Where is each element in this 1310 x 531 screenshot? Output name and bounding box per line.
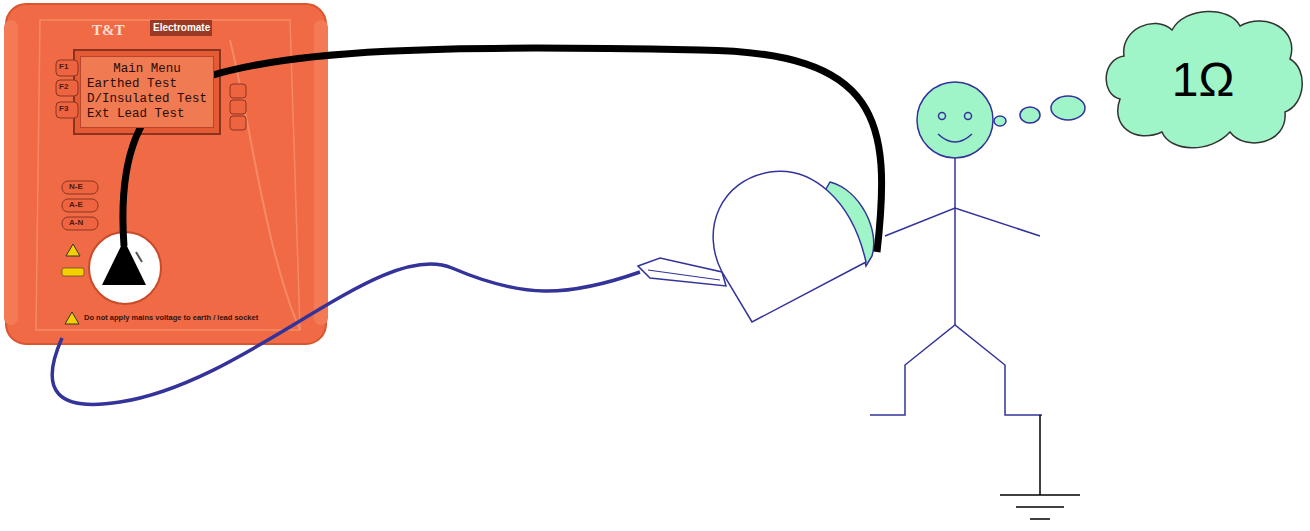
button-label: F3	[59, 105, 68, 114]
earth-wire	[1039, 415, 1041, 495]
socket-pin	[136, 252, 142, 262]
mode-button	[62, 181, 98, 194]
resistance-value: 1Ω	[1172, 52, 1235, 107]
menu-item: Ext Lead Test	[87, 107, 207, 122]
screen-frame	[74, 50, 220, 134]
figure-arms	[885, 208, 1040, 236]
figure-eye	[965, 113, 972, 120]
test-socket	[89, 232, 161, 304]
nav-button	[230, 100, 246, 114]
lcd-screen: Main MenuEarthed TestD/Insulated TestExt…	[80, 56, 214, 128]
panel-curve	[230, 40, 300, 330]
lead-arrowhead	[102, 240, 146, 285]
cloud-shape	[1106, 11, 1302, 147]
earth-symbol	[1000, 494, 1080, 496]
figure-smile	[938, 134, 972, 142]
rating-tag	[62, 268, 84, 276]
nav-button	[230, 116, 246, 130]
earth-symbol	[1016, 506, 1064, 508]
button-label: F2	[59, 83, 68, 92]
warning-triangle	[66, 244, 80, 256]
figure-body	[954, 158, 956, 325]
function-button	[56, 60, 78, 76]
mode-button	[62, 199, 98, 212]
mode-label: A-N	[69, 219, 83, 228]
figure-head	[917, 82, 993, 158]
warning-triangle	[65, 312, 79, 324]
housing-bumper	[314, 20, 328, 325]
earth-symbol	[1030, 518, 1050, 520]
logo-plate	[150, 20, 212, 36]
button-label: F1	[59, 63, 68, 72]
mode-label: A-E	[69, 201, 83, 210]
mode-button	[62, 217, 98, 230]
figure-legs	[870, 325, 1042, 415]
thought-bubble	[1020, 107, 1040, 123]
function-button	[56, 80, 78, 96]
function-button	[56, 102, 78, 118]
thought-bubble	[1051, 96, 1085, 120]
thought-cloud: 1Ω	[1100, 4, 1306, 154]
menu-item: Earthed Test	[87, 77, 207, 92]
warning-text: Do not apply mains voltage to earth / le…	[84, 314, 258, 322]
plug	[638, 258, 726, 286]
mode-label: N-E	[69, 183, 83, 192]
menu-item: D/Insulated Test	[87, 92, 207, 107]
thought-bubble	[994, 116, 1006, 126]
housing-bumper	[4, 20, 18, 325]
tester-housing	[6, 4, 326, 344]
figure-eye	[939, 113, 946, 120]
nav-button	[230, 84, 246, 98]
brand-logo: T&T	[92, 22, 125, 39]
plug-line	[648, 270, 720, 280]
test-lead	[123, 48, 882, 252]
screen-heading: Main Menu	[87, 62, 207, 77]
brand-name: Electromate	[153, 22, 210, 33]
kettle-body	[713, 171, 866, 322]
